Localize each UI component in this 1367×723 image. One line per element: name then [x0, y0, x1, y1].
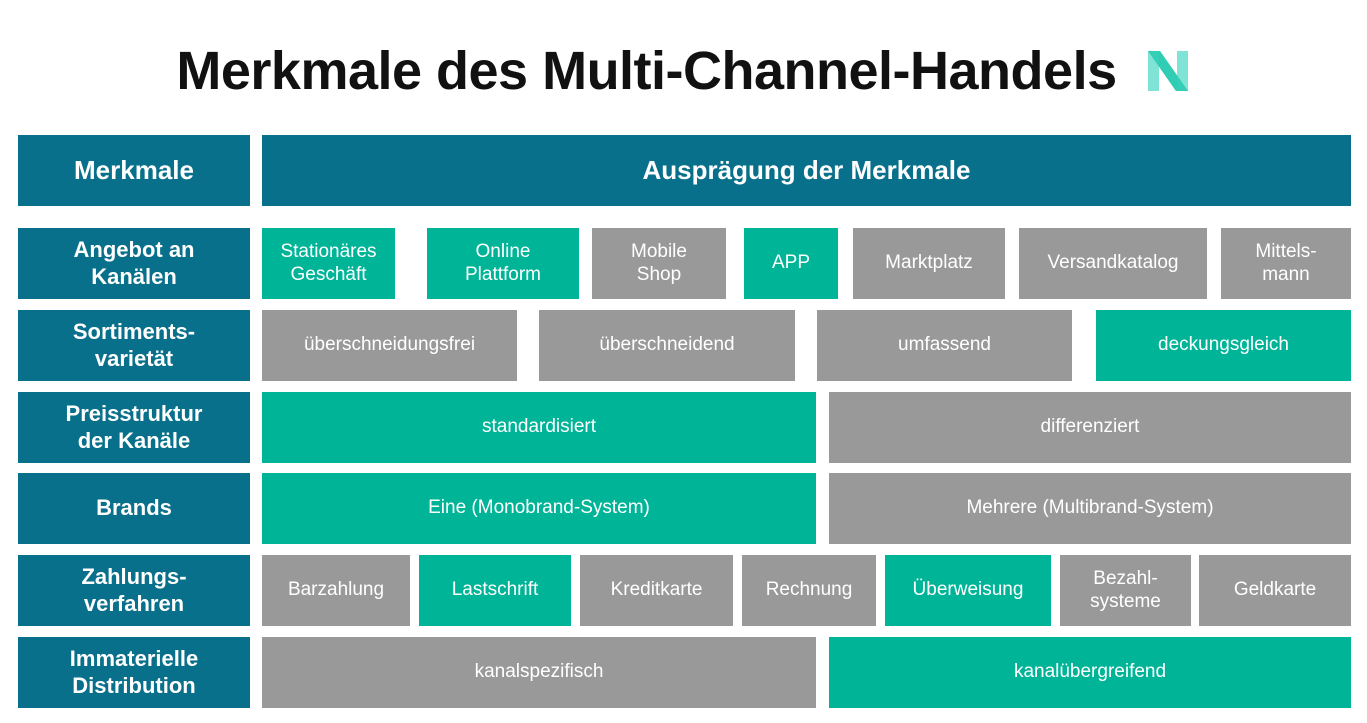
feature-cell: Barzahlung	[262, 555, 410, 626]
feature-cell: Überweisung	[885, 555, 1051, 626]
feature-cell: Stationäres Geschäft	[262, 228, 395, 299]
feature-cell: Online Plattform	[427, 228, 579, 299]
feature-cell: kanalübergreifend	[829, 637, 1351, 708]
header-auspraegung: Ausprägung der Merkmale	[262, 135, 1351, 206]
feature-cell: Kreditkarte	[580, 555, 733, 626]
feature-cell: kanalspezifisch	[262, 637, 816, 708]
feature-cell: überschneidend	[539, 310, 795, 381]
feature-cell: differenziert	[829, 392, 1351, 463]
row-label: Brands	[18, 473, 250, 544]
feature-cell: überschneidungsfrei	[262, 310, 517, 381]
row-label: Immaterielle Distribution	[18, 637, 250, 708]
feature-cell: Mobile Shop	[592, 228, 726, 299]
feature-cell: Eine (Monobrand-System)	[262, 473, 816, 544]
feature-cell: standardisiert	[262, 392, 816, 463]
feature-cell: umfassend	[817, 310, 1072, 381]
feature-cell: Versandkatalog	[1019, 228, 1207, 299]
feature-cell: Rechnung	[742, 555, 876, 626]
feature-cell: Lastschrift	[419, 555, 571, 626]
feature-cell: Marktplatz	[853, 228, 1005, 299]
feature-cell: APP	[744, 228, 838, 299]
row-label: Sortiments- varietät	[18, 310, 250, 381]
brand-n-logo-icon	[1147, 51, 1188, 91]
feature-cell: Mittels- mann	[1221, 228, 1351, 299]
row-label: Angebot an Kanälen	[18, 228, 250, 299]
feature-cell: Geldkarte	[1199, 555, 1351, 626]
header-merkmale: Merkmale	[18, 135, 250, 206]
feature-cell: deckungsgleich	[1096, 310, 1351, 381]
row-label: Preisstruktur der Kanäle	[18, 392, 250, 463]
row-label: Zahlungs- verfahren	[18, 555, 250, 626]
page-title: Merkmale des Multi-Channel-Handels	[176, 41, 1117, 101]
feature-cell: Bezahl- systeme	[1060, 555, 1191, 626]
feature-cell: Mehrere (Multibrand-System)	[829, 473, 1351, 544]
title-bar: Merkmale des Multi-Channel-Handels	[0, 36, 1367, 106]
